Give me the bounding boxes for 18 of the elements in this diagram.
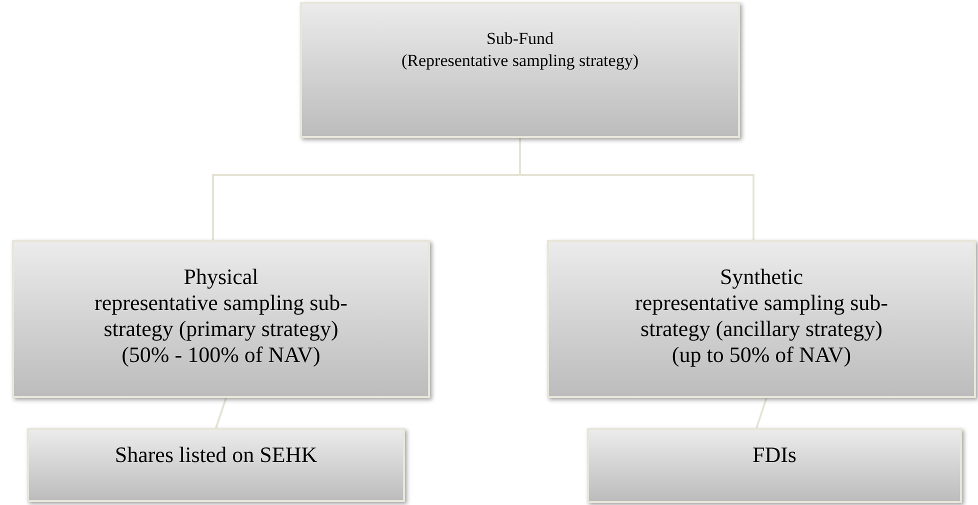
- box-text: representative sampling sub-strategy (primary strategy): [94, 290, 348, 342]
- gradient-box: [587, 428, 962, 503]
- box-text: representative sampling sub-strategy (ancillary strategy): [634, 290, 889, 342]
- box-text: FDIs: [752, 442, 796, 468]
- box-text: Synthetic: [720, 264, 804, 290]
- box-text: Physical: [184, 264, 258, 290]
- gradient-box: [27, 428, 405, 502]
- box-text: (50% - 100% of NAV): [122, 342, 320, 368]
- box-text: (up to 50% of NAV): [672, 342, 852, 368]
- gradient-box: [547, 240, 976, 398]
- gradient-box: [300, 2, 740, 138]
- connector-line: [756, 398, 768, 428]
- gradient-box: [12, 240, 430, 398]
- connector-line: [215, 398, 227, 428]
- box-text: Sub-Fund: [486, 28, 554, 50]
- box-text: Shares listed on SEHK: [114, 442, 318, 468]
- box-text: (Representative sampling strategy): [402, 50, 638, 72]
- connector-line: [519, 138, 754, 240]
